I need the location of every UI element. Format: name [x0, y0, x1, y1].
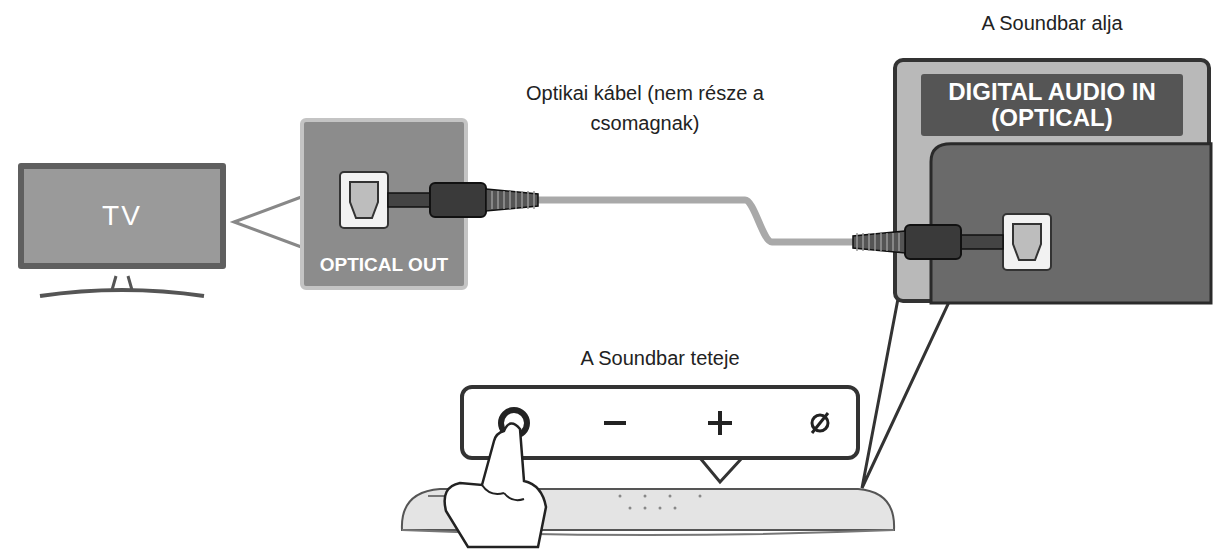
plug-rib: [491, 191, 493, 209]
optical-port-opening: [1013, 224, 1041, 260]
plug-boot: [486, 189, 538, 211]
soundbar-bottom-callout: A Soundbar aljaDIGITAL AUDIO IN (OPTICAL…: [893, 58, 1211, 303]
plug-rib: [521, 191, 523, 209]
volume-down-button: [604, 421, 626, 425]
plug-rib: [868, 233, 870, 251]
plug-body: [905, 225, 961, 259]
tv-screen: TV: [18, 163, 226, 269]
plug-ferrule: [961, 235, 1003, 249]
node-text: DIGITAL AUDIO IN (OPTICAL): [925, 79, 1179, 131]
port-art: [304, 122, 305, 123]
heading-text: OPTICAL OUT: [304, 254, 464, 276]
source-button: [812, 413, 828, 433]
optical-port-opening: [350, 182, 378, 218]
plug-rib: [856, 233, 858, 251]
optical-port: [340, 172, 388, 228]
optical-port: [1003, 214, 1051, 270]
hand: [445, 423, 546, 547]
plug-boot: [853, 231, 905, 253]
soundbar-underside-art: [897, 62, 898, 63]
plug-rib: [497, 191, 499, 209]
plug-rib: [862, 233, 864, 251]
hand-fingers: [482, 485, 524, 500]
callout-pointer: [234, 196, 304, 248]
callout-pointer: [700, 458, 742, 482]
plug-rib: [527, 191, 529, 209]
soundbar-underside: [931, 144, 1211, 303]
plug-rib: [515, 191, 517, 209]
tv-stand: [112, 276, 132, 290]
soundbar-top-panel: A Soundbar teteje: [460, 385, 860, 460]
node-text: TV: [102, 200, 142, 232]
plug-rib: [509, 191, 511, 209]
plug-rib: [886, 233, 888, 251]
port-name-band: DIGITAL AUDIO IN (OPTICAL): [921, 74, 1183, 136]
plug-body: [430, 183, 486, 217]
cable-label: Optikai kábel (nem része a csomagnak): [505, 78, 785, 138]
panel-art: [464, 389, 465, 390]
tv-base: [40, 290, 204, 296]
heading-text: A Soundbar alja: [877, 12, 1217, 35]
port-callout: OPTICAL OUT: [300, 118, 468, 290]
heading-text: A Soundbar teteje: [464, 347, 856, 370]
volume-up-button: [708, 411, 732, 435]
plug-ferrule: [388, 193, 430, 207]
plug-rib: [533, 191, 535, 209]
plug-rib: [874, 233, 876, 251]
soundbar-buttons: [619, 495, 702, 510]
plug-rib: [880, 233, 882, 251]
plug-rib: [892, 233, 894, 251]
plug-rib: [503, 191, 505, 209]
plug-rib: [898, 233, 900, 251]
